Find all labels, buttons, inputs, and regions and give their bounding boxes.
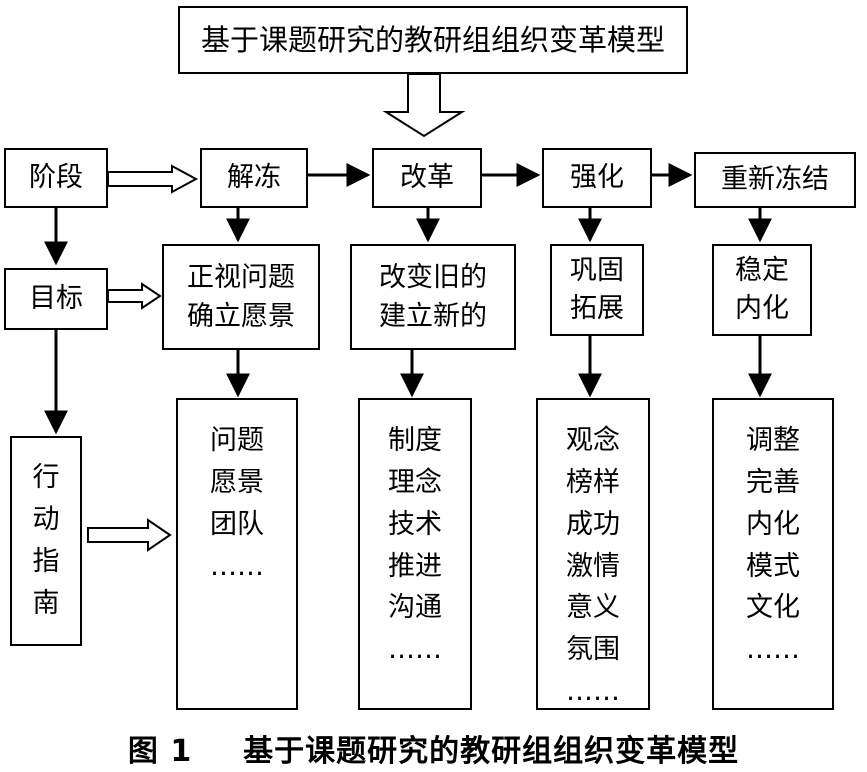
goal-3-line-2: 拓展 (570, 293, 624, 324)
action-1-item-1: 问题 (210, 425, 264, 456)
action-3-item-5: 意义 (566, 592, 620, 624)
action-2-item-6: …… (388, 634, 442, 666)
caption-label: 图 1 (127, 734, 193, 769)
stage-box-unfreeze: 解冻 (200, 148, 308, 208)
action-label: 行动指南 (32, 462, 60, 619)
action-3-item-2: 榜样 (566, 466, 620, 498)
goal-box-4: 稳定 内化 (712, 244, 812, 336)
action-1-item-2: 愿景 (210, 466, 264, 498)
action-4-item-4: 模式 (746, 550, 800, 582)
action-3-item-1: 观念 (566, 425, 620, 456)
stage-label-box: 阶段 (4, 148, 108, 208)
goal-3-line-1: 巩固 (570, 255, 624, 287)
title-box: 基于课题研究的教研组组织变革模型 (178, 6, 688, 74)
action-box-3: 观念 榜样 成功 激情 意义 氛围 …… (536, 398, 650, 710)
action-2-item-5: 沟通 (388, 592, 442, 624)
action-box-2: 制度 理念 技术 推进 沟通 …… (358, 398, 472, 710)
goal-2-line-2: 建立新的 (379, 301, 487, 332)
action-2-item-3: 技术 (388, 508, 442, 540)
goal-2-line-1: 改变旧的 (379, 261, 487, 293)
goal-4-line-2: 内化 (735, 293, 789, 324)
title-down-arrow (382, 73, 466, 138)
action-2-item-4: 推进 (388, 550, 442, 582)
action-2-item-2: 理念 (388, 466, 442, 498)
stage-label: 阶段 (29, 161, 83, 193)
stage-box-refreeze: 重新冻结 (694, 152, 856, 208)
goal-4-line-1: 稳定 (735, 255, 789, 287)
goal-box-1: 正视问题 确立愿景 (162, 244, 320, 350)
action-4-item-6: …… (746, 634, 800, 666)
stage-reform-label: 改革 (400, 161, 454, 193)
action-4-item-5: 文化 (746, 592, 800, 624)
goal-hollow-arrow (107, 282, 162, 310)
action-box-4: 调整 完善 内化 模式 文化 …… (712, 398, 834, 710)
goal-1-line-1: 正视问题 (187, 261, 295, 293)
stage-box-reform: 改革 (372, 148, 482, 208)
figure-caption: 图 1 基于课题研究的教研组组织变革模型 (0, 726, 867, 770)
action-3-item-4: 激情 (566, 550, 620, 582)
action-4-item-2: 完善 (746, 466, 800, 498)
title-text: 基于课题研究的教研组组织变革模型 (200, 22, 665, 57)
action-3-item-3: 成功 (566, 508, 620, 540)
action-hollow-arrow (87, 518, 172, 552)
action-2-item-1: 制度 (388, 425, 442, 456)
action-3-item-7: …… (566, 676, 620, 708)
action-4-item-3: 内化 (746, 508, 800, 540)
goal-label: 目标 (29, 282, 83, 314)
action-4-item-1: 调整 (746, 425, 800, 456)
goal-label-box: 目标 (4, 268, 108, 330)
stage-hollow-arrow (107, 164, 199, 194)
action-1-item-4: …… (210, 550, 264, 582)
caption-text: 基于课题研究的教研组组织变革模型 (243, 734, 740, 769)
stage-strengthen-label: 强化 (570, 161, 624, 193)
stage-box-strengthen: 强化 (542, 148, 652, 208)
stage-unfreeze-label: 解冻 (227, 161, 281, 193)
goal-box-2: 改变旧的 建立新的 (350, 244, 516, 350)
action-1-item-3: 团队 (210, 508, 264, 540)
action-box-1: 问题 愿景 团队 …… (176, 398, 298, 710)
goal-box-3: 巩固 拓展 (550, 244, 644, 336)
action-label-box: 行动指南 (10, 436, 82, 646)
stage-refreeze-label: 重新冻结 (721, 163, 829, 195)
action-3-item-6: 氛围 (566, 634, 620, 666)
goal-1-line-2: 确立愿景 (187, 301, 295, 332)
